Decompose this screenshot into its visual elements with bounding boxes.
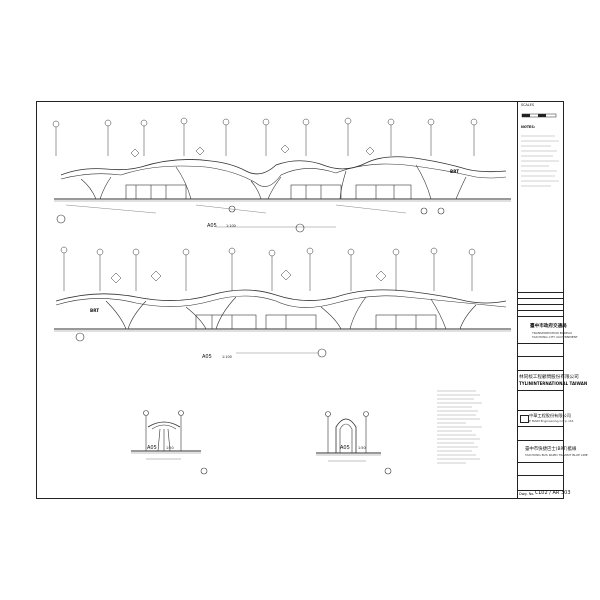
- title-block-divider: [517, 101, 518, 499]
- scale-bar: [521, 113, 557, 118]
- elevation-view-2: [54, 246, 511, 358]
- tb-row-divider: [517, 292, 564, 293]
- view-tag-1: A05: [207, 223, 217, 229]
- notes-label: NOTES:: [521, 125, 536, 129]
- contractor-logo: [520, 415, 529, 423]
- dwg-no-label: Dwg. No.: [519, 492, 535, 496]
- tb-row-divider: [517, 343, 564, 344]
- designer-en: TYLININTERNATIONAL TAIWAN: [519, 381, 588, 386]
- designer-name: 林同棪工程顧問股份有限公司: [519, 375, 579, 380]
- client-en-1: TRANSPORTATION BUREAU: [532, 331, 573, 335]
- tb-row-divider: [517, 410, 564, 411]
- tb-row-divider: [517, 390, 564, 391]
- client-name: 臺中市政府交通局: [530, 324, 567, 329]
- elevation-view-1: [52, 117, 511, 233]
- tb-row-divider: [517, 316, 564, 317]
- view-scale-4: 1:50: [358, 446, 366, 450]
- tb-row-divider: [517, 356, 564, 357]
- scale-label: SCALES: [521, 103, 535, 107]
- contractor-en: E MAIN Engineering Corp. Ltd.: [529, 419, 575, 423]
- tb-row-divider: [517, 370, 564, 371]
- tb-row-divider: [517, 490, 564, 491]
- drawing-sheet-border: [36, 101, 564, 499]
- tb-row-divider: [517, 426, 564, 427]
- tb-row-divider: [517, 462, 564, 463]
- tb-row-divider: [517, 298, 564, 299]
- tb-row-divider: [517, 475, 564, 476]
- section-view-4: [316, 411, 392, 475]
- view-tag-3: A05: [147, 445, 157, 451]
- brt-label-1: BRT: [450, 169, 460, 174]
- view-tag-2: A05: [202, 354, 212, 360]
- tb-row-divider: [517, 310, 564, 311]
- brt-label-2: BRT: [90, 308, 100, 313]
- view-scale-3: 1:50: [166, 446, 174, 450]
- view-scale-1: 1:100: [226, 224, 236, 228]
- drawing-number: CL02 / AR 303: [535, 490, 571, 496]
- contractor-name: 中華工程股份有限公司: [529, 413, 571, 418]
- tb-row-divider: [517, 440, 564, 441]
- client-en-2: TAICHUNG CITY GOVERNMENT: [532, 335, 578, 339]
- section-view-3: [131, 410, 208, 475]
- notes-lines: [437, 390, 482, 464]
- tb-row-divider: [517, 304, 564, 305]
- view-tag-4: A05: [340, 445, 350, 451]
- notes-text-lines: [521, 135, 559, 187]
- project-name: 臺中市快捷巴士(BRT)藍線: [525, 447, 577, 452]
- view-scale-2: 1:100: [222, 355, 232, 359]
- project-en: TAICHUNG BUS RAPID TRANSIT BLUE LINE: [525, 453, 588, 457]
- architectural-drawing: [52, 117, 511, 475]
